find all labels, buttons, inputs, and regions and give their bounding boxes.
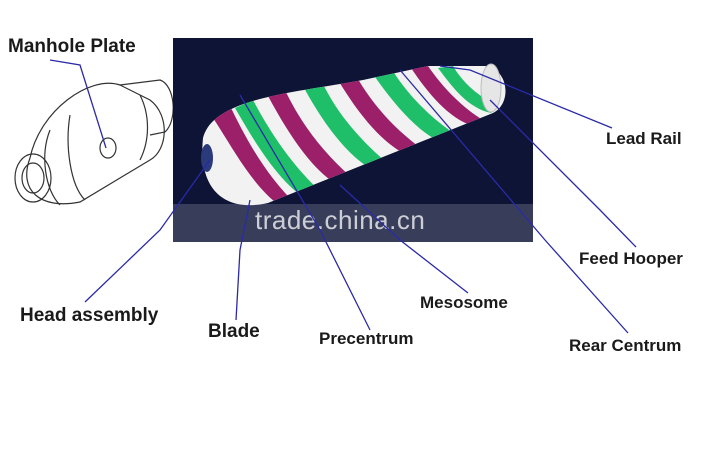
label-blade: Blade [208, 321, 260, 342]
drum-sketch [14, 79, 174, 206]
label-precentrum: Precentrum [319, 329, 414, 348]
sketch-body-outline [26, 82, 165, 205]
label-mesosome: Mesosome [420, 293, 508, 312]
sketch-manhole [99, 137, 117, 159]
label-lead-rail: Lead Rail [606, 129, 682, 148]
watermark-text: trade.china.cn [255, 205, 426, 235]
label-feed-hooper: Feed Hooper [579, 249, 683, 268]
label-manhole-plate: Manhole Plate [8, 36, 136, 57]
drum-rear-opening [480, 63, 502, 113]
sketch-head-ring [14, 153, 52, 203]
label-head-assembly: Head assembly [20, 305, 159, 326]
label-rear-centrum: Rear Centrum [569, 336, 682, 355]
